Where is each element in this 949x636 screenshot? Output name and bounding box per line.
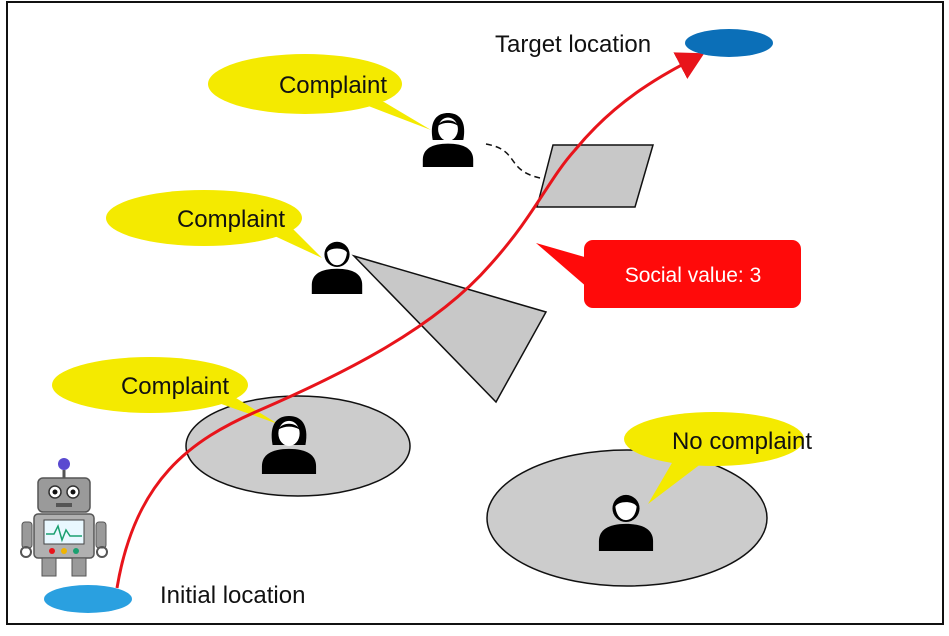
social-value-label: Social value: 3	[625, 264, 762, 287]
interaction-dashed-link	[485, 143, 541, 179]
robot-path	[115, 52, 705, 589]
view-cone-zone	[351, 254, 548, 404]
speech-bubble-1: Complaint	[208, 54, 431, 130]
personal-zone-large	[185, 395, 411, 497]
initial-location-marker	[44, 585, 132, 613]
target-location-marker	[685, 29, 773, 57]
diagram-frame	[6, 1, 944, 625]
initial-location-label: Initial location	[160, 582, 305, 609]
target-location-label: Target location	[495, 31, 651, 58]
person-female-icon	[422, 113, 474, 167]
speech-bubble-3: Complaint	[52, 357, 278, 424]
bubble-text-1: Complaint	[279, 72, 387, 99]
speech-bubble-2: Complaint	[106, 190, 322, 258]
person-male-icon	[311, 241, 363, 294]
speech-bubble-4: No complaint	[624, 412, 812, 504]
robot-icon	[20, 458, 108, 577]
social-value-callout: Social value: 3	[536, 240, 801, 308]
bubble-text-2: Complaint	[177, 206, 285, 233]
bubble-text-4: No complaint	[672, 428, 812, 455]
bubble-text-3: Complaint	[121, 373, 229, 400]
